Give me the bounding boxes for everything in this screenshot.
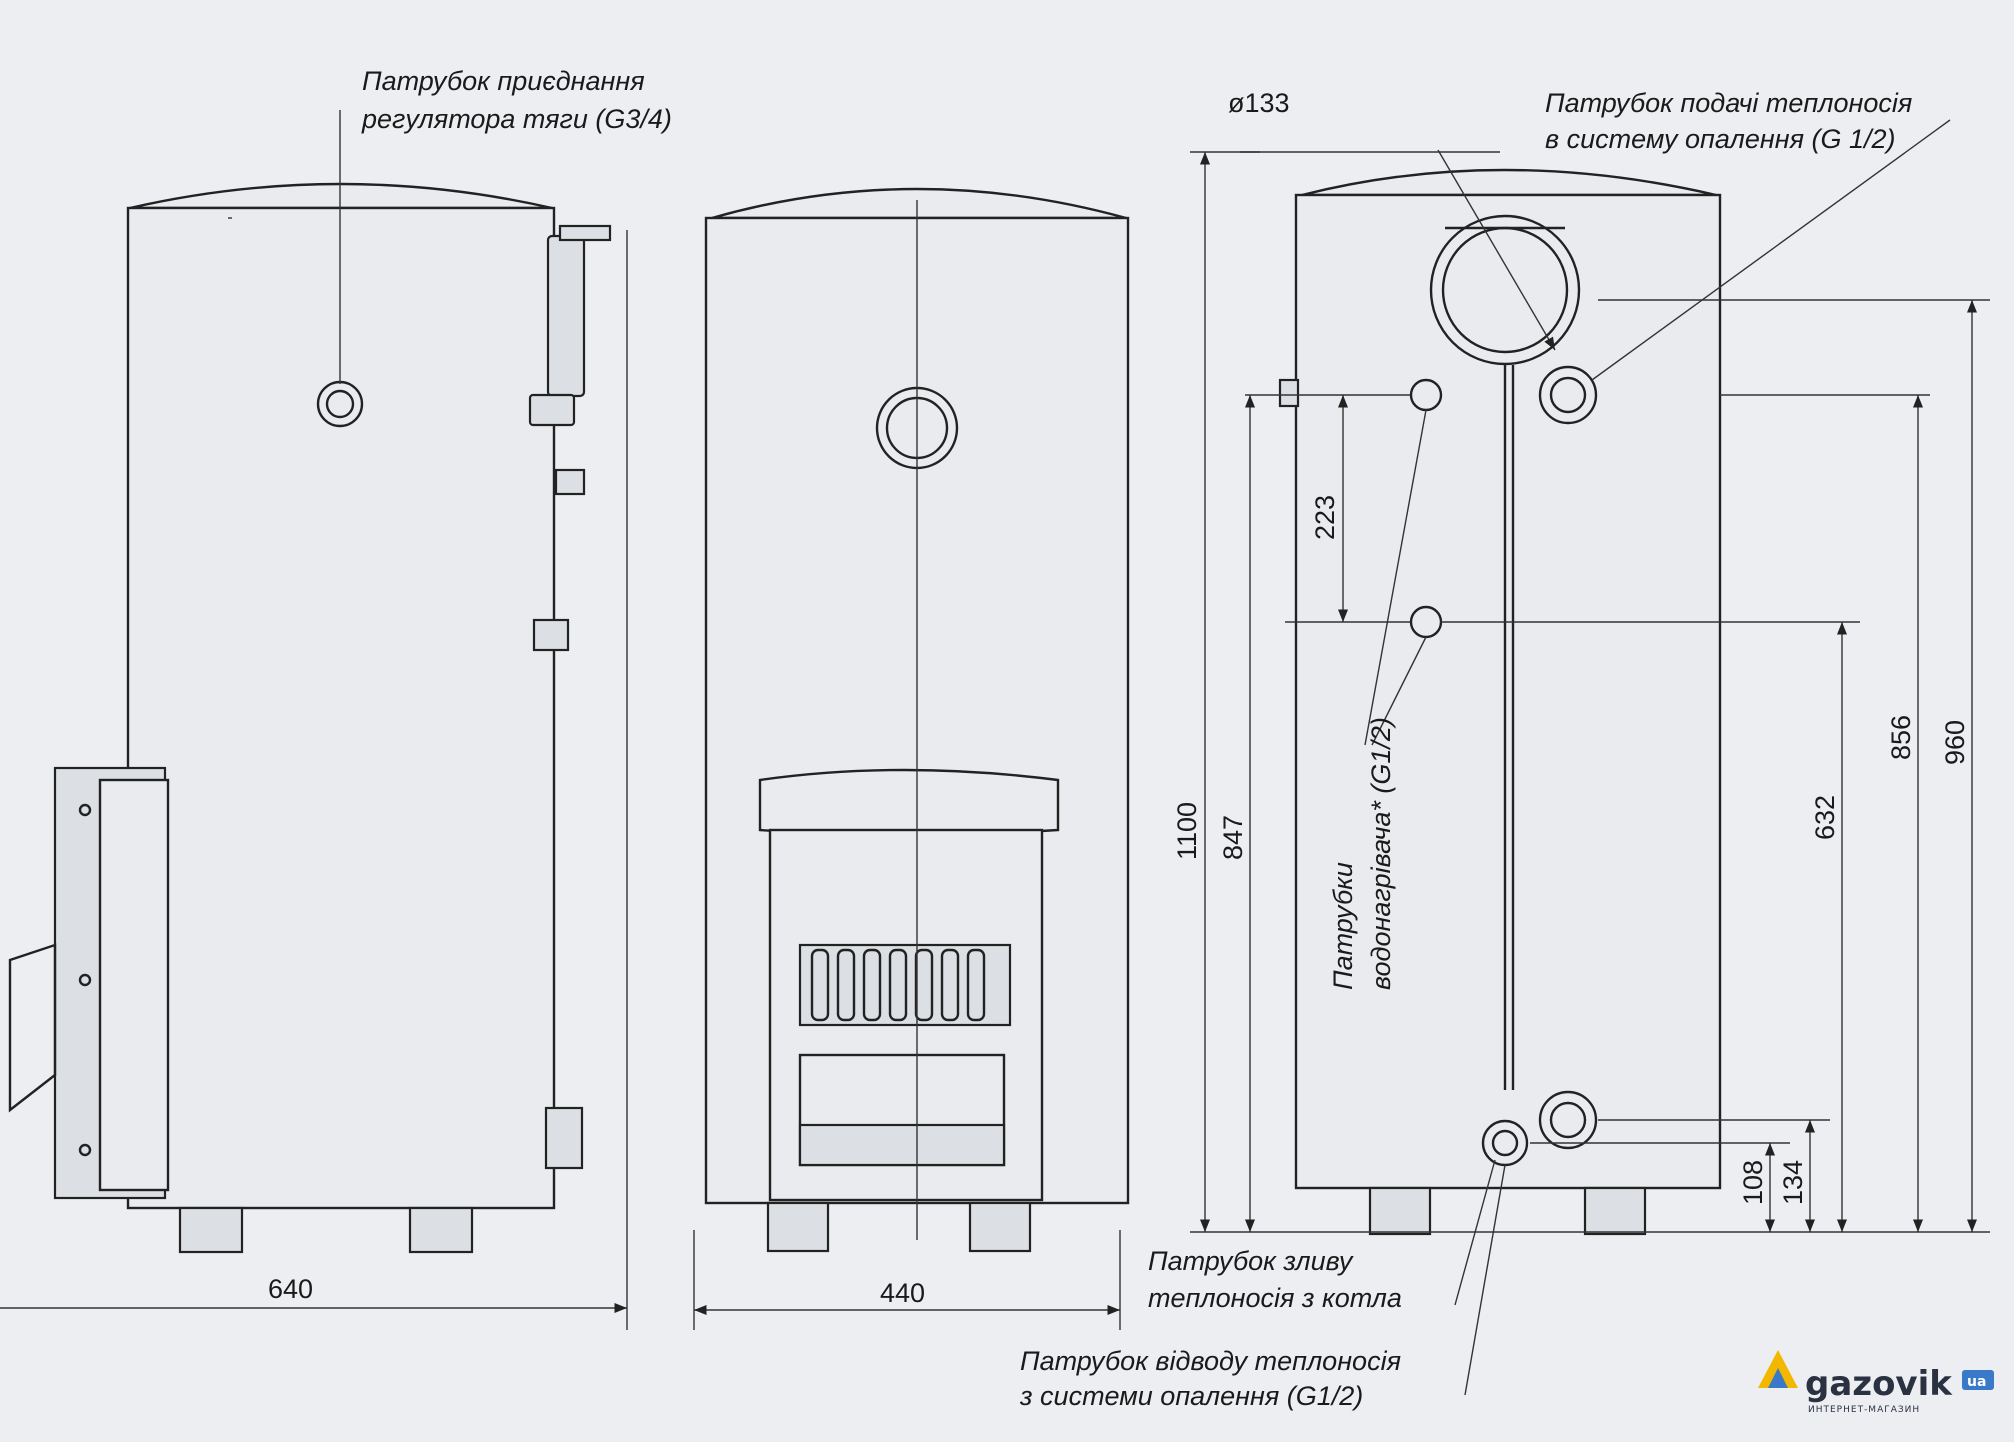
dim-height-632: 632 bbox=[1810, 795, 1840, 840]
dim-width-side: 640 bbox=[268, 1274, 313, 1304]
diameter-label: ø133 bbox=[1228, 88, 1290, 118]
dim-width-front: 440 bbox=[880, 1278, 925, 1308]
gazovik-logo: gazovik ua ИНТЕРНЕТ-МАГАЗИН bbox=[1758, 1350, 1994, 1415]
logo-subtitle: ИНТЕРНЕТ-МАГАЗИН bbox=[1808, 1405, 1920, 1415]
dim-pitch-223: 223 bbox=[1310, 495, 1340, 540]
logo-text: gazovik bbox=[1805, 1364, 1953, 1404]
label-draft-regulator-line1: Патрубок приєднання bbox=[362, 66, 645, 96]
dim-height-108: 108 bbox=[1738, 1160, 1768, 1205]
dim-height-960: 960 bbox=[1940, 720, 1970, 765]
label-supply-line1: Патрубок подачі теплоносія bbox=[1545, 88, 1912, 118]
label-supply-line2: в систему опалення (G 1/2) bbox=[1545, 124, 1896, 154]
logo-domain: ua bbox=[1967, 1374, 1986, 1390]
label-water-heater-line1: Патрубки bbox=[1328, 862, 1358, 990]
labels: Патрубок приєднання регулятора тяги (G3/… bbox=[361, 66, 1912, 1411]
label-return-line1: Патрубок відводу теплоносія bbox=[1020, 1346, 1401, 1376]
label-draft-regulator-line2: регулятора тяги (G3/4) bbox=[361, 104, 672, 134]
front-view bbox=[693, 187, 1130, 1330]
grate-bars bbox=[810, 948, 986, 1022]
label-water-heater-line2: водонагрівача* (G1/2) bbox=[1366, 717, 1396, 990]
dim-height-1100: 1100 bbox=[1172, 802, 1202, 860]
dim-height-856: 856 bbox=[1886, 715, 1916, 760]
dim-height-847: 847 bbox=[1218, 815, 1248, 860]
dimension-values: 640 440 1100 847 223 632 856 960 108 134 bbox=[268, 495, 1970, 1308]
label-drain-line1: Патрубок зливу bbox=[1148, 1246, 1354, 1276]
label-drain-line2: теплоносія з котла bbox=[1148, 1283, 1402, 1313]
side-view bbox=[0, 110, 628, 1330]
dim-height-134: 134 bbox=[1778, 1160, 1808, 1205]
rear-view bbox=[1190, 119, 1990, 1396]
label-return-line2: з системи опалення (G1/2) bbox=[1019, 1381, 1363, 1411]
